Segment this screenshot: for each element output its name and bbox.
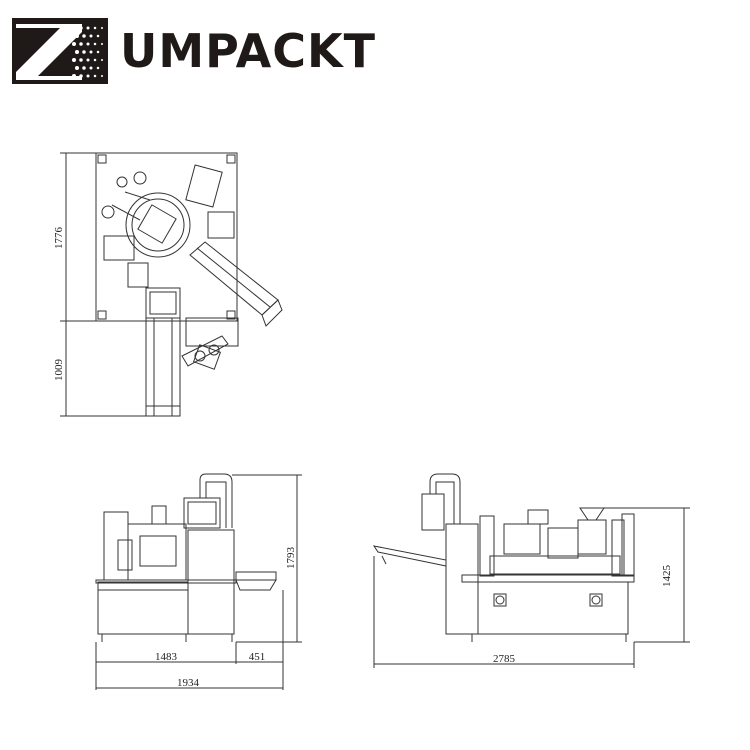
dim-451-label: 451	[249, 651, 266, 663]
side-view-drawing	[372, 473, 690, 668]
dim-1009-label: 1009	[53, 359, 65, 382]
dim-1793-label: 1793	[285, 547, 297, 570]
brand-name: UMPACKT	[120, 24, 377, 78]
dim-1934-label: 1934	[177, 677, 200, 689]
dim-1776-label: 1776	[53, 227, 65, 250]
dotted-z-logo-icon	[12, 18, 108, 84]
brand-header: UMPACKT	[12, 18, 376, 84]
front-view-drawing	[95, 473, 302, 690]
dim-2785-label: 2785	[493, 653, 516, 665]
top-view-drawing	[60, 152, 283, 417]
dim-1425-label: 1425	[661, 565, 673, 588]
dim-1483-label: 1483	[155, 651, 178, 663]
